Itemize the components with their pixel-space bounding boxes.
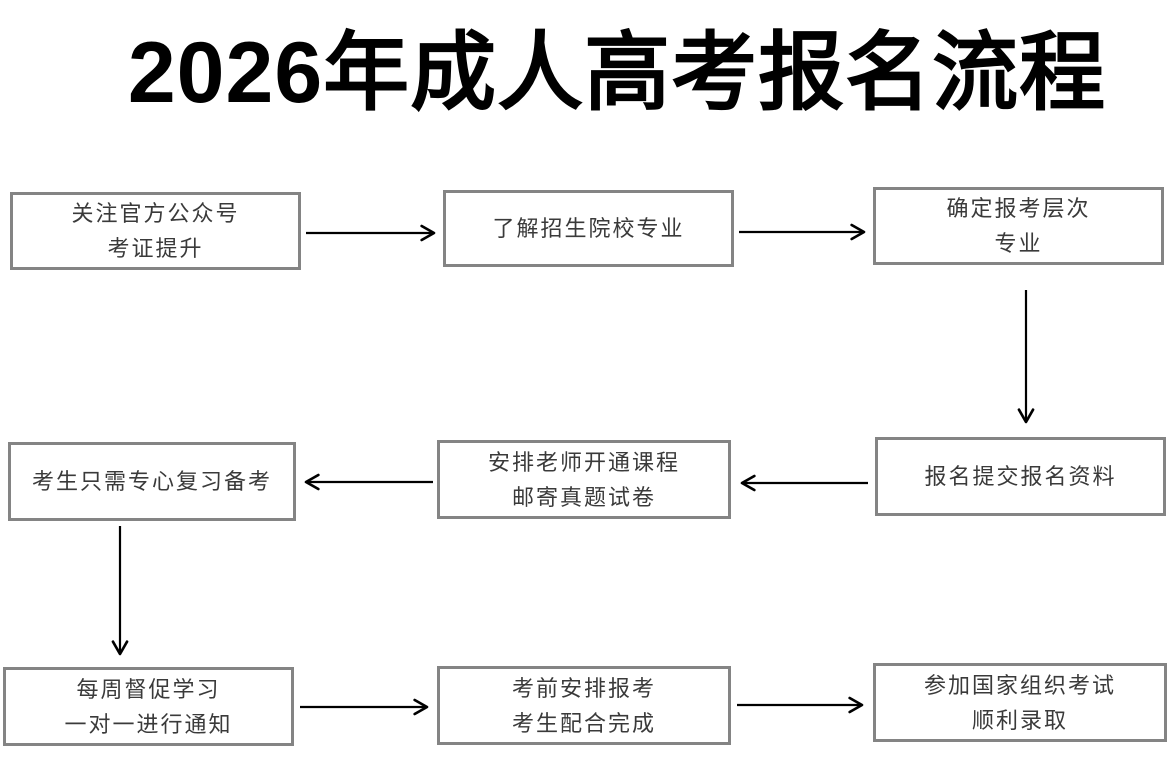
flow-step-focus-on-review: 考生只需专心复习备考 xyxy=(8,442,296,521)
flow-step-text-line: 考证提升 xyxy=(107,236,204,261)
flow-step-text-line: 考生配合完成 xyxy=(511,710,656,736)
flow-step-submit-registration: 报名提交报名资料 xyxy=(875,437,1166,516)
flow-step-text-line: 考前安排报考 xyxy=(511,675,656,701)
flow-step-text-line: 报名提交报名资料 xyxy=(924,464,1117,489)
page-title: 2026年成人高考报名流程 xyxy=(127,25,1107,121)
flow-step-text-line: 了解招生院校专业 xyxy=(492,216,685,241)
flow-step-text-line: 每周督促学习 xyxy=(76,676,221,702)
flow-step-text-line: 一对一进行通知 xyxy=(64,711,233,737)
flow-step-pre-exam-arrangement: 考前安排报考 考生配合完成 xyxy=(437,666,731,745)
flow-step-text-line: 专业 xyxy=(994,231,1043,256)
flow-step-text-line: 邮寄真题试卷 xyxy=(511,484,656,510)
flow-step-determine-level-major: 确定报考层次 专业 xyxy=(873,187,1164,265)
flow-step-weekly-supervision: 每周督促学习 一对一进行通知 xyxy=(3,667,294,746)
flow-step-teacher-opens-courses: 安排老师开通课程 邮寄真题试卷 xyxy=(437,440,731,519)
flow-step-take-exam-admission: 参加国家组织考试 顺利录取 xyxy=(873,663,1167,742)
flow-step-text-line: 考生只需专心复习备考 xyxy=(31,469,272,494)
flow-step-follow-official-account: 关注官方公众号 考证提升 xyxy=(10,192,301,270)
flow-step-learn-schools-majors: 了解招生院校专业 xyxy=(443,190,734,267)
flow-step-text-line: 参加国家组织考试 xyxy=(923,672,1116,698)
flow-step-text-line: 安排老师开通课程 xyxy=(487,449,680,475)
flow-step-text-line: 关注官方公众号 xyxy=(71,201,240,226)
flow-step-text-line: 确定报考层次 xyxy=(946,196,1091,221)
flow-step-text-line: 顺利录取 xyxy=(971,707,1068,733)
